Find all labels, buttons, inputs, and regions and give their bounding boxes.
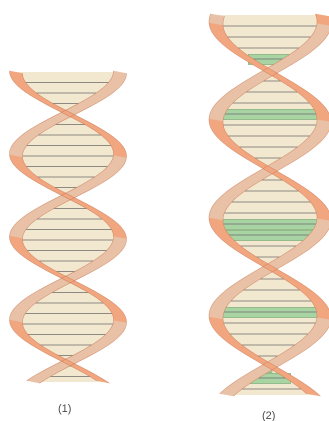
dna-helix-1: [10, 71, 127, 383]
highlighted-base-pair: [217, 110, 322, 120]
dna-helix-2: [209, 14, 329, 396]
highlighted-base-pair: [217, 308, 324, 318]
highlighted-base-pair: [223, 231, 317, 241]
highlighted-base-pair: [217, 220, 324, 230]
helix-1-caption: (1): [58, 403, 71, 415]
helix-2-caption: (2): [262, 410, 275, 421]
